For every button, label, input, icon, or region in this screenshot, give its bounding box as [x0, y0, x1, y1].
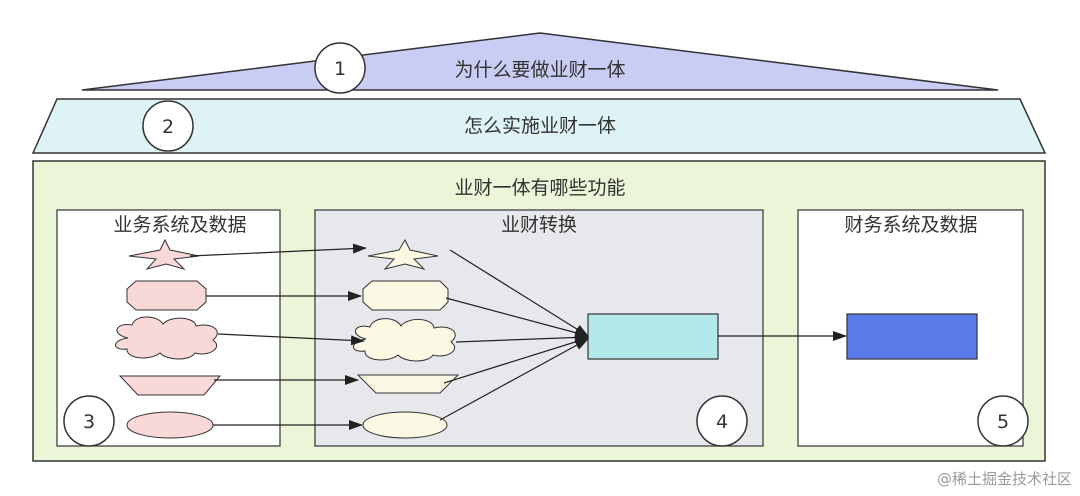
roof-label: 为什么要做业财一体 [454, 59, 625, 81]
roof-badge-number: 1 [334, 58, 346, 80]
conversion-processor-box [587, 313, 719, 360]
business-panel-badge-number: 3 [83, 411, 95, 433]
beam-badge-number: 2 [162, 116, 174, 138]
converted-star-shape [367, 238, 439, 270]
source-ellipse-shape [126, 411, 214, 439]
converted-ellipse-shape [362, 411, 448, 439]
finance-panel-title: 财务系统及数据 [844, 214, 977, 236]
star-mapping-arrow [189, 243, 367, 257]
roof-tier [81, 32, 999, 91]
watermark-text: @稀土掘金技术社区 [937, 470, 1072, 488]
business-panel-title: 业务系统及数据 [113, 214, 246, 236]
octagon-convergence-arrow [445, 297, 589, 338]
conversion-panel-badge-number: 4 [716, 411, 728, 433]
roof-badge: 1 [314, 42, 366, 94]
conversion-panel-title: 业财转换 [501, 214, 577, 236]
functions-title: 业财一体有哪些功能 [454, 177, 625, 199]
source-cloud-shape [115, 316, 218, 360]
beam-badge: 2 [142, 100, 194, 152]
converted-cloud-shape [353, 318, 456, 362]
finance-target-box [846, 313, 978, 360]
ellipse-convergence-arrow [439, 338, 589, 421]
beam-tier [31, 98, 1047, 154]
mapping-arrows [189, 243, 367, 430]
finance-panel-badge-number: 5 [997, 411, 1009, 433]
source-octagon-shape [126, 280, 207, 311]
trapezoid-convergence-arrow [443, 337, 589, 384]
business-panel-badge: 3 [63, 395, 115, 447]
converted-trapezoid-shape [356, 374, 460, 394]
conversion-panel-badge: 4 [696, 395, 748, 447]
source-star-shape [128, 238, 200, 270]
converted-octagon-shape [362, 280, 449, 311]
finance-panel-badge: 5 [977, 395, 1029, 447]
beam-label: 怎么实施业财一体 [464, 115, 616, 137]
star-convergence-arrow [449, 249, 589, 337]
source-trapezoid-shape [118, 375, 222, 396]
cloud-convergence-arrow [455, 332, 589, 343]
cloud-mapping-arrow [217, 333, 365, 346]
convergence-arrows [439, 249, 589, 421]
